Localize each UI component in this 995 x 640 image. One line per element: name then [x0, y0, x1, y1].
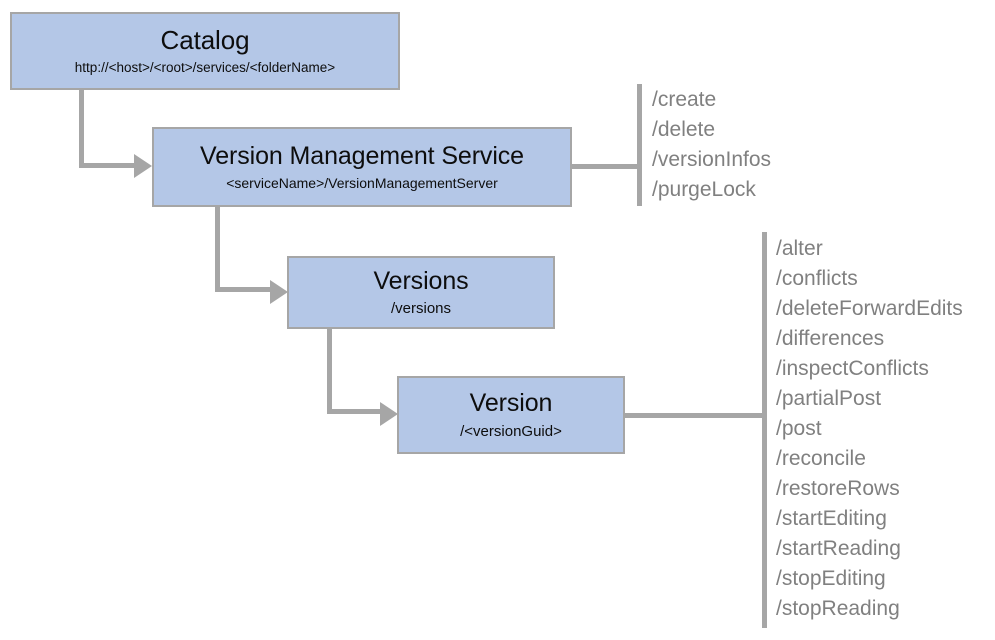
endpoint-group-bar-service [637, 84, 642, 206]
node-catalog-subtitle: http://<host>/<root>/services/<folderNam… [74, 60, 336, 76]
arrowhead-service-to-versions [270, 280, 288, 304]
endpoint-group-bar-version [762, 232, 767, 628]
endpoint-item[interactable]: /versionInfos [652, 148, 772, 171]
node-version[interactable]: Version /<versionGuid> [397, 376, 625, 454]
node-version-management-service-title: Version Management Service [200, 141, 524, 170]
endpoint-item[interactable]: /reconcile [776, 447, 866, 470]
connector-catalog-to-service-vertical [79, 90, 84, 168]
endpoint-list-version-operations: /alter /conflicts /deleteForwardEdits /d… [776, 234, 963, 624]
endpoint-item[interactable]: /create [652, 88, 717, 111]
node-versions[interactable]: Versions /versions [287, 256, 555, 329]
endpoint-item[interactable]: /stopEditing [776, 567, 886, 590]
node-catalog-title: Catalog [160, 25, 250, 56]
endpoint-item[interactable]: /startReading [776, 537, 901, 560]
endpoint-item[interactable]: /post [776, 417, 822, 440]
endpoint-item[interactable]: /startEditing [776, 507, 887, 530]
connector-service-to-versions-vertical [215, 207, 220, 292]
node-versions-title: Versions [373, 266, 469, 295]
endpoint-item[interactable]: /purgeLock [652, 178, 756, 201]
connector-catalog-to-service-horizontal [79, 163, 137, 168]
connector-versions-to-version-vertical [327, 329, 332, 414]
endpoint-list-service-operations: /create /delete /versionInfos /purgeLock [652, 85, 771, 205]
endpoint-item[interactable]: /delete [652, 118, 716, 141]
node-version-title: Version [469, 389, 553, 418]
connector-service-to-endpoints [572, 164, 642, 169]
node-version-management-service[interactable]: Version Management Service <serviceName>… [152, 127, 572, 207]
connector-versions-to-version-horizontal [327, 409, 383, 414]
arrowhead-versions-to-version [380, 402, 398, 426]
endpoint-item[interactable]: /conflicts [776, 267, 858, 290]
endpoint-item[interactable]: /alter [776, 237, 823, 260]
node-catalog[interactable]: Catalog http://<host>/<root>/services/<f… [10, 12, 400, 90]
node-version-management-service-subtitle: <serviceName>/VersionManagementServer [226, 175, 498, 192]
endpoint-item[interactable]: /inspectConflicts [776, 357, 929, 380]
node-versions-subtitle: /versions [390, 300, 452, 318]
connector-service-to-versions-horizontal [215, 287, 273, 292]
endpoint-item[interactable]: /stopReading [776, 597, 900, 620]
endpoint-item[interactable]: /partialPost [776, 387, 882, 410]
arrowhead-catalog-to-service [134, 154, 152, 178]
endpoint-item[interactable]: /differences [776, 327, 885, 350]
node-version-subtitle: /<versionGuid> [460, 422, 562, 440]
connector-version-to-endpoints [625, 413, 767, 418]
endpoint-item[interactable]: /restoreRows [776, 477, 900, 500]
endpoint-item[interactable]: /deleteForwardEdits [776, 297, 963, 320]
